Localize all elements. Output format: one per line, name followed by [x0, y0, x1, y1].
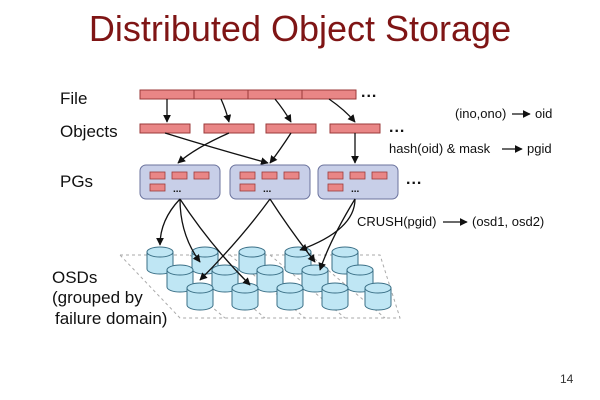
file-label: File [60, 89, 87, 108]
file-segment [139, 89, 195, 100]
object-block [139, 123, 191, 134]
pg-osd-arrow [179, 198, 201, 263]
objects-label: Objects [60, 122, 118, 141]
objects-row [139, 123, 381, 134]
file-segment [247, 89, 303, 100]
oid-result: oid [535, 106, 552, 121]
osd-cylinder [211, 264, 239, 293]
pg-osd-arrow [179, 198, 251, 286]
osds-label: OSDs [52, 268, 97, 287]
osd-cylinder [321, 282, 349, 311]
object-block [203, 123, 255, 134]
osd-cylinder [276, 282, 304, 311]
file-bar [139, 89, 357, 100]
pg-to-osd-arrows [156, 198, 356, 286]
slide-title: Distributed Object Storage [88, 8, 512, 49]
pgid-result: pgid [527, 141, 552, 156]
file-object-arrow [328, 98, 356, 123]
crush-expression: CRUSH(pgid) [357, 214, 436, 229]
osds-failure-domain-label: failure domain) [55, 309, 167, 328]
pgs-label: PGs [60, 172, 93, 191]
object-pg-arrow [164, 132, 269, 165]
page-number: 14 [560, 372, 574, 386]
pg-box-ellipsis: ... [263, 184, 272, 195]
pg-box-ellipsis: ... [351, 184, 360, 195]
oid-expression: (ino,ono) [455, 106, 506, 121]
object-pg-arrow [177, 132, 230, 164]
pg-osd-arrow [156, 198, 181, 246]
file-ellipsis: ... [361, 84, 377, 101]
file-object-arrow [220, 98, 232, 123]
crush-result: (osd1, osd2) [472, 214, 544, 229]
file-segment [301, 89, 357, 100]
pg-box-ellipsis: ... [173, 184, 182, 195]
pg-osd-arrow [199, 198, 271, 281]
file-object-arrow [274, 98, 292, 123]
osd-cylinder [186, 282, 214, 311]
file-segment [193, 89, 249, 100]
pg-box: ... [317, 164, 399, 200]
pg-box: ... [139, 164, 221, 200]
pg-osd-arrow [318, 198, 356, 271]
objects-ellipsis: ... [389, 119, 405, 136]
osds-grouped-label: (grouped by [52, 288, 143, 307]
pg-osd-arrow [299, 198, 356, 252]
file-to-object-arrows [163, 98, 356, 123]
osd-cylinder [238, 246, 266, 275]
pg-osd-arrow [269, 198, 316, 263]
osd-cylinder [364, 282, 392, 311]
object-block [265, 123, 317, 134]
osd-cylinder [166, 264, 194, 293]
pg-box: ... [229, 164, 311, 200]
pgs-ellipsis: ... [406, 171, 422, 188]
object-to-pg-arrows [164, 132, 359, 165]
osd-cylinder [231, 282, 259, 311]
pgid-expression: hash(oid) & mask [389, 141, 491, 156]
object-block [329, 123, 381, 134]
object-pg-arrow [269, 132, 292, 164]
osd-group [146, 246, 392, 311]
